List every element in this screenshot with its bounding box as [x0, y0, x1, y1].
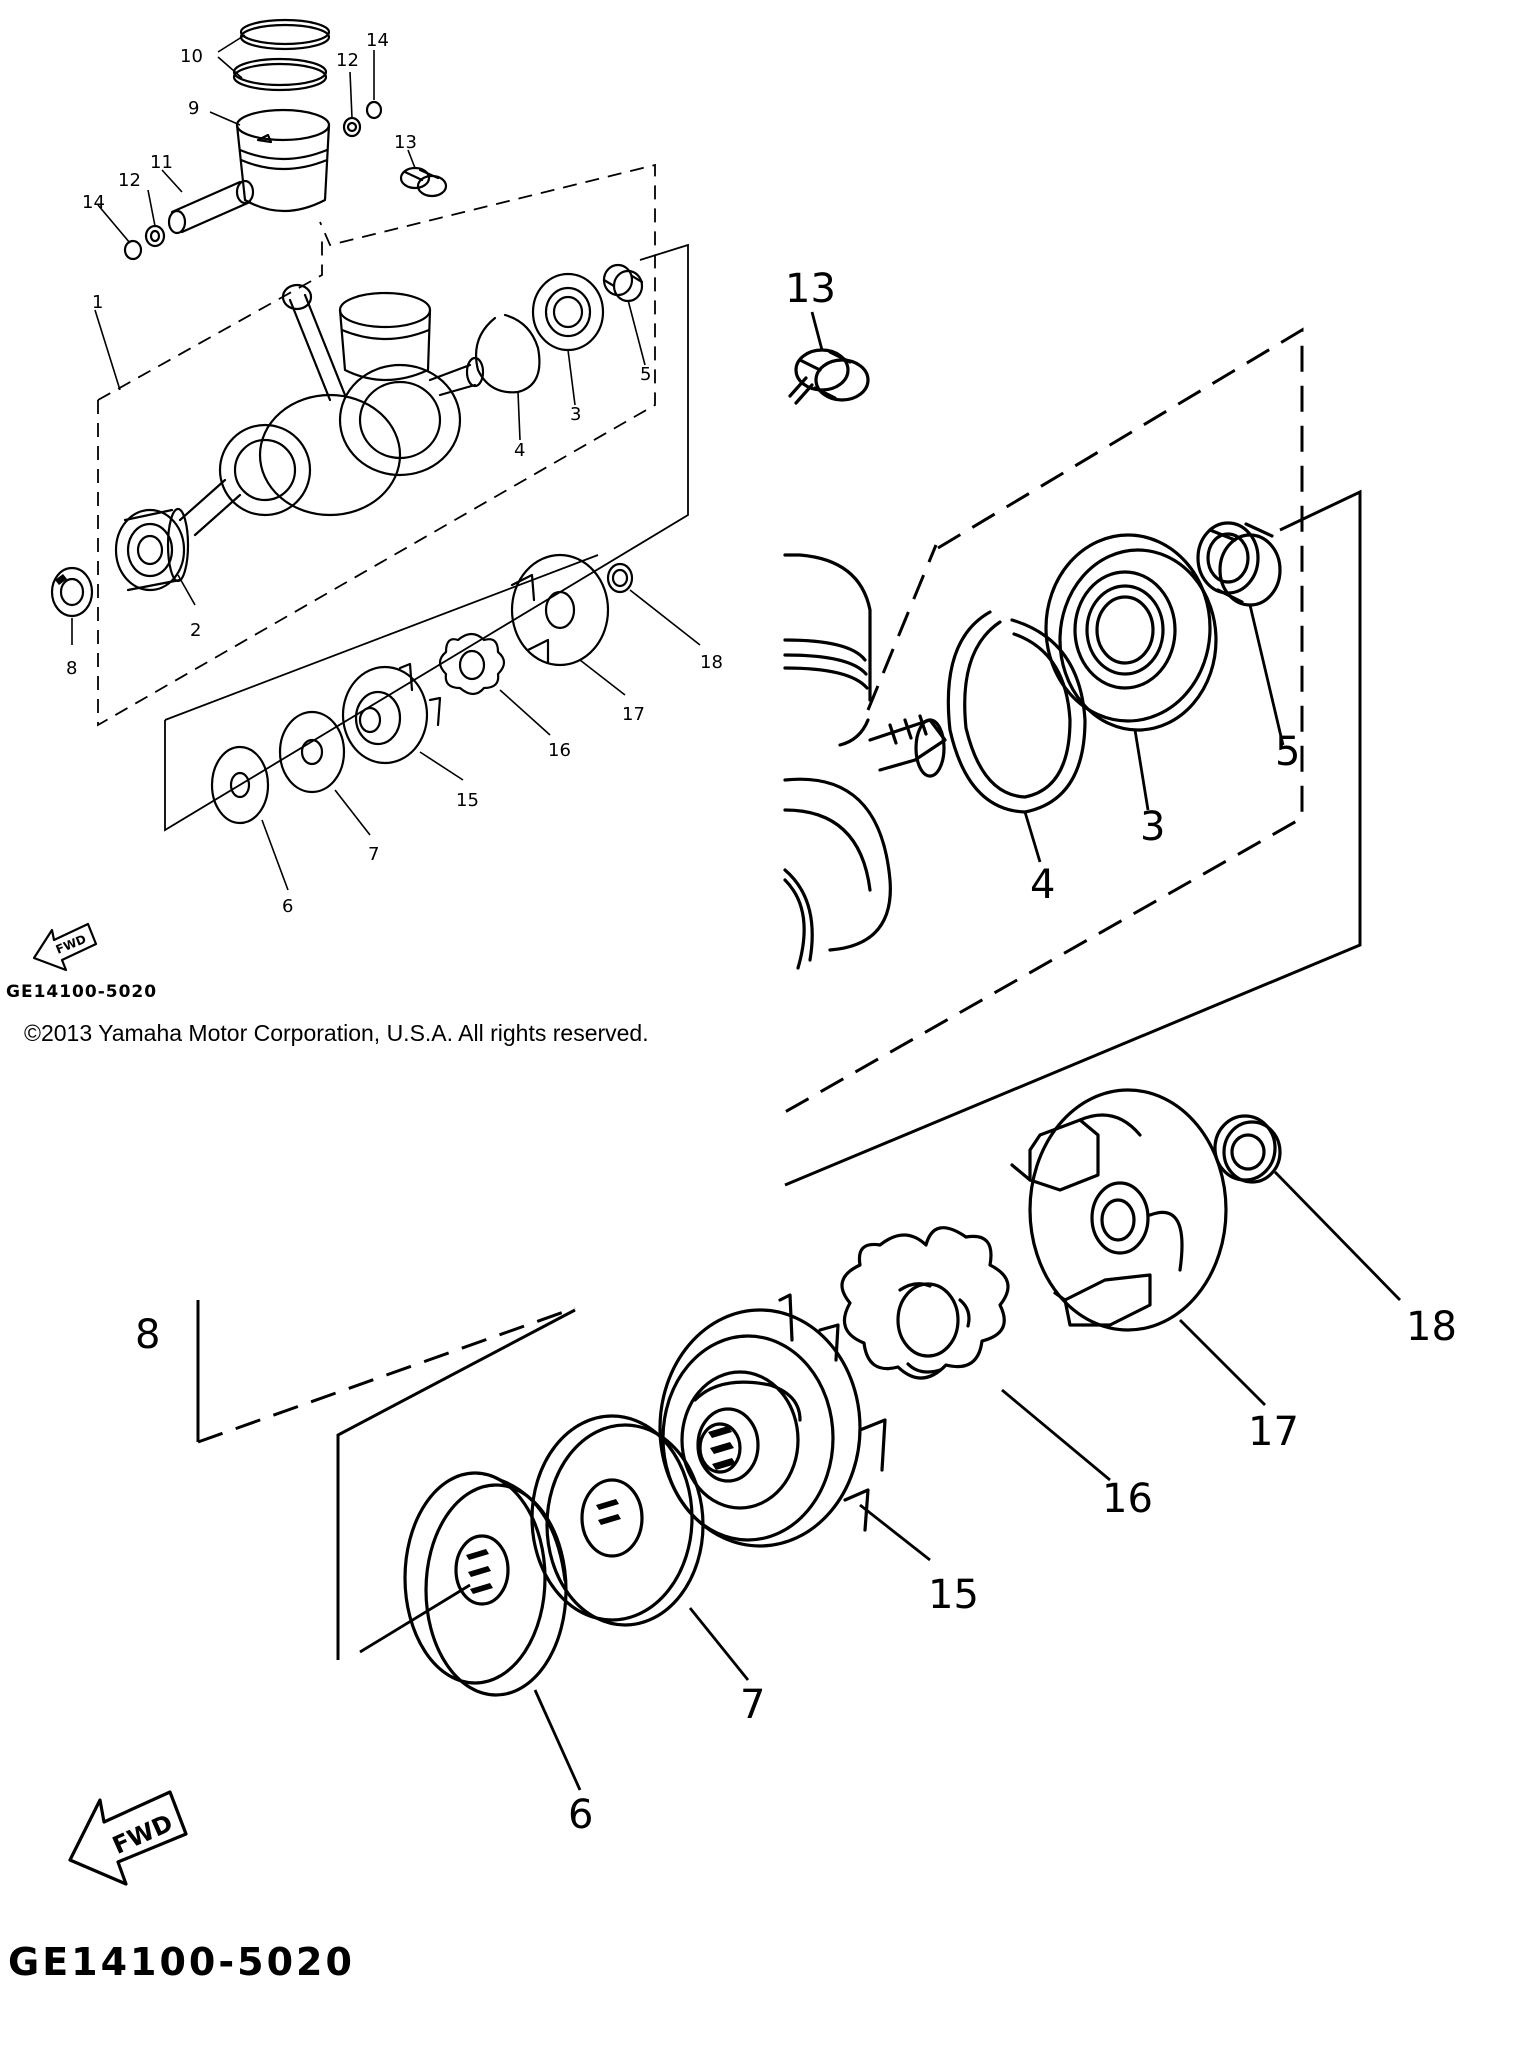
- part-damper-16-overview: [438, 632, 506, 696]
- part-oil-seal-8-overview: [50, 566, 94, 618]
- detail-diagram: 13 4 3 5 8 18 17 16 15 7 6 FWD: [68, 266, 1457, 1886]
- detail-coupling-group-outline: [784, 489, 1362, 1187]
- part-needle-bearing-detail: [788, 348, 870, 405]
- part-washer-18-detail: [1213, 1114, 1282, 1184]
- part-piston-overview: [235, 108, 331, 213]
- drawing-code-large: GE14100-5020: [8, 1940, 355, 1984]
- overview-coupling-group-top: [164, 554, 599, 721]
- overview-leader-lines: [71, 34, 701, 891]
- part-crankshaft-detail: [783, 553, 947, 970]
- overview-crank-group-left: [97, 235, 323, 401]
- part-bearing-3-detail: [1044, 533, 1218, 732]
- part-washer-18-overview: [606, 562, 634, 594]
- overview-diagram: 10 9 11 12 14 12 14 13 1 2 8 4 3 5 18 17…: [32, 18, 723, 972]
- part-bearing-3-overview: [531, 272, 605, 352]
- label-overview-17: 17: [622, 704, 645, 725]
- detail-crank-group-left: [866, 544, 938, 711]
- label-overview-8: 8: [66, 658, 77, 679]
- part-collar-5-overview: [602, 263, 644, 303]
- part-washer-6-overview: [210, 745, 270, 825]
- label-overview-2: 2: [190, 620, 201, 641]
- part-coupling-15-detail: [658, 1293, 887, 1548]
- label-detail-5: 5: [1275, 729, 1300, 775]
- part-piston-pin-overview: [167, 179, 255, 235]
- part-circlip-detail: [946, 610, 1087, 814]
- detail-crank-group-outline: [784, 327, 1304, 1114]
- part-bearing-2-overview: [114, 507, 190, 592]
- overview-crank-group-outline: [97, 163, 656, 727]
- part-collar-5-detail: [1196, 521, 1282, 607]
- label-detail-3: 3: [1140, 804, 1165, 850]
- label-overview-15: 15: [456, 790, 479, 811]
- label-overview-13: 13: [394, 132, 417, 153]
- detail-coupling-group-left: [336, 1308, 576, 1660]
- label-overview-14b: 14: [366, 30, 389, 51]
- detail-seal-group-outline: [197, 1306, 576, 1444]
- label-overview-14a: 14: [82, 192, 105, 213]
- fwd-arrow-icon: FWD: [32, 922, 98, 972]
- drawing-code-small: GE14100-5020: [6, 982, 158, 1002]
- label-overview-6: 6: [282, 896, 293, 917]
- fwd-arrow-large-icon: FWD: [68, 1790, 188, 1886]
- label-detail-6: 6: [568, 1792, 593, 1838]
- label-overview-12a: 12: [118, 170, 141, 191]
- label-detail-15: 15: [928, 1572, 979, 1618]
- label-overview-12b: 12: [336, 50, 359, 71]
- label-overview-10: 10: [180, 46, 203, 67]
- label-overview-3: 3: [570, 404, 581, 425]
- part-washer-7-overview: [278, 710, 346, 794]
- label-overview-11: 11: [150, 152, 173, 173]
- label-detail-4: 4: [1030, 862, 1055, 908]
- part-circlip-overview: [474, 313, 541, 394]
- label-overview-9: 9: [188, 98, 199, 119]
- part-crankshaft-assembly-overview: [178, 283, 485, 537]
- part-piston-rings-overview: [232, 18, 331, 92]
- part-needle-bearing-overview: [399, 166, 448, 198]
- copyright-notice: ©2013 Yamaha Motor Corporation, U.S.A. A…: [24, 1020, 649, 1046]
- overview-coupling-group-outline: [164, 243, 689, 832]
- part-damper-16-detail: [840, 1226, 1010, 1380]
- part-washer-6-detail: [403, 1471, 568, 1697]
- label-detail-13: 13: [785, 266, 836, 312]
- part-coupling-17-detail: [1010, 1088, 1228, 1332]
- detail-leader-lines: [359, 311, 1402, 1791]
- fwd-label-small: FWD: [54, 932, 88, 957]
- label-overview-7: 7: [368, 844, 379, 865]
- label-overview-5: 5: [640, 364, 651, 385]
- label-overview-1: 1: [92, 292, 103, 313]
- label-detail-17: 17: [1248, 1409, 1299, 1455]
- part-washer-7-detail: [530, 1414, 705, 1627]
- label-overview-16: 16: [548, 740, 571, 761]
- part-clips-overview: [123, 100, 383, 261]
- label-detail-7: 7: [740, 1682, 765, 1728]
- label-detail-18: 18: [1406, 1304, 1457, 1350]
- label-detail-16: 16: [1102, 1476, 1153, 1522]
- label-detail-8: 8: [135, 1312, 160, 1358]
- label-overview-4: 4: [514, 440, 525, 461]
- label-overview-18: 18: [700, 652, 723, 673]
